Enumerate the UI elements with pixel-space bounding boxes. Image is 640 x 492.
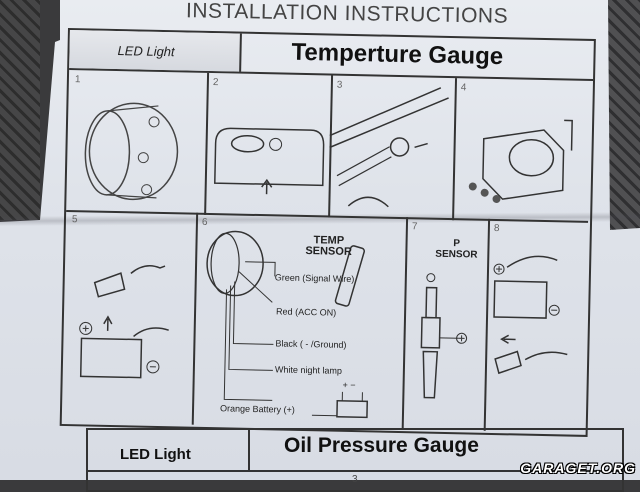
dashboard-mount-illustration	[214, 127, 325, 195]
battery-disconnect-illustration	[79, 265, 169, 379]
gauge-side-illustration	[84, 102, 179, 201]
step-6-wiring-cell: 6 TEMP SENSOR Green (Signal Wire) Red (A…	[191, 212, 409, 430]
wire-orange-label: Orange Battery (+)	[219, 403, 295, 415]
wire-green-label: Green (Signal Wire)	[274, 272, 355, 285]
wire-white-label: White night lamp	[274, 364, 343, 376]
temperature-gauge-panel: LED Light Temperture Gauge 1 2 3	[59, 28, 596, 437]
temp-sensor-label: TEMP SENSOR	[305, 234, 352, 258]
step-8-cell: 8	[484, 219, 588, 433]
engine-bay-illustration	[329, 87, 449, 208]
step-1-cell: 1	[66, 70, 210, 215]
led-light-box: LED Light	[69, 30, 242, 72]
step-5-cell: 5	[61, 210, 199, 425]
garaget-watermark: GARAGET.ORG	[520, 460, 636, 476]
oil-led-light-box: LED Light	[88, 430, 250, 470]
battery-reconnect-illustration	[493, 255, 568, 375]
instruction-sheet	[0, 0, 640, 480]
wire-red-label: Red (ACC ON)	[276, 306, 337, 318]
wire-black-label: Black ( - /Ground)	[275, 338, 347, 350]
battery-symbols: + −	[342, 379, 356, 391]
led-light-label: LED Light	[117, 43, 175, 60]
step-2-cell: 2	[204, 72, 334, 218]
pressure-sensor-illustration	[420, 273, 468, 399]
temperature-gauge-title: Temperture Gauge	[291, 38, 504, 71]
step-3-cell: 3	[328, 75, 458, 221]
wiring-diagram	[206, 230, 369, 419]
oil-pressure-gauge-title: Oil Pressure Gauge	[284, 434, 479, 457]
step-4-cell: 4	[452, 78, 592, 223]
bracket-mount-illustration	[468, 119, 573, 204]
oil-led-light-label: LED Light	[120, 446, 191, 463]
step-7-cell: 7 P SENSOR	[401, 217, 491, 431]
background-grille	[0, 0, 40, 220]
